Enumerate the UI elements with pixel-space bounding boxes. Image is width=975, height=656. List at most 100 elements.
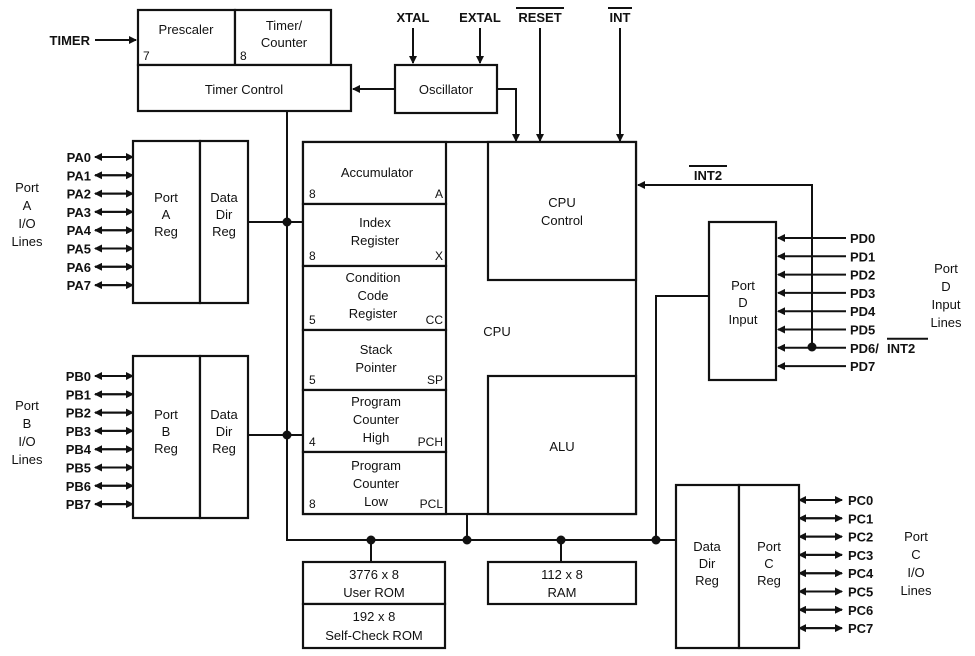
pin-label: PC1 bbox=[848, 511, 873, 526]
port-d-side-label-1: Port bbox=[934, 261, 958, 276]
port-b-section: Port B Reg Data Dir Reg PB0PB1PB2PB3PB4P… bbox=[11, 354, 250, 520]
port-b-ddr-label-2: Dir bbox=[216, 424, 233, 439]
pin-label: PB7 bbox=[66, 497, 91, 512]
pch-label-3: High bbox=[363, 430, 390, 445]
port-c-ddr-label-2: Dir bbox=[699, 556, 716, 571]
bus-junction-rom bbox=[366, 535, 376, 545]
port-a-ddr-label-3: Reg bbox=[212, 224, 236, 239]
pin-c0: PC0 bbox=[798, 493, 873, 508]
pcl-block bbox=[301, 450, 448, 516]
pin-label: PC0 bbox=[848, 493, 873, 508]
port-a-reg-label-3: Reg bbox=[154, 224, 178, 239]
user-rom-label-1: 3776 x 8 bbox=[349, 567, 399, 582]
ccr-label-3: Register bbox=[349, 306, 398, 321]
pcl-label-3: Low bbox=[364, 494, 388, 509]
ccr-tag: CC bbox=[426, 313, 444, 327]
timer-control-block bbox=[136, 63, 353, 113]
port-b-side-label-4: Lines bbox=[11, 452, 43, 467]
timer-counter-block bbox=[233, 8, 333, 67]
pin-label: PA0 bbox=[67, 150, 91, 165]
memory-section: 3776 x 8 User ROM 192 x 8 Self-Check ROM… bbox=[301, 560, 638, 650]
pin-c7: PC7 bbox=[798, 621, 873, 636]
pin-d7: PD7 bbox=[777, 359, 875, 374]
pin-b6: PB6 bbox=[66, 479, 134, 494]
pin-d5: PD5 bbox=[777, 323, 875, 338]
pin-label: PC7 bbox=[848, 621, 873, 636]
port-c-reg-label-2: C bbox=[764, 556, 773, 571]
sp-bits: 5 bbox=[309, 373, 316, 387]
pin-d0: PD0 bbox=[777, 231, 875, 246]
pcl-label-2: Counter bbox=[353, 476, 400, 491]
selfcheck-rom-block bbox=[301, 602, 447, 650]
internal-bus bbox=[248, 111, 724, 562]
pin-c2: PC2 bbox=[798, 530, 873, 545]
accumulator-label: Accumulator bbox=[341, 165, 414, 180]
oscillator-label: Oscillator bbox=[419, 82, 474, 97]
pin-label: PB4 bbox=[66, 442, 92, 457]
pin-label: PD4 bbox=[850, 304, 876, 319]
port-a-side-label-4: Lines bbox=[11, 234, 43, 249]
port-a-side-label-1: Port bbox=[15, 180, 39, 195]
pin-label: PA6 bbox=[67, 260, 91, 275]
port-c-side-label-3: I/O bbox=[907, 565, 924, 580]
timer-signal-label: TIMER bbox=[50, 33, 91, 48]
port-d-input-label-3: Input bbox=[729, 312, 758, 327]
pin-b0: PB0 bbox=[66, 369, 134, 384]
pin-label: PB3 bbox=[66, 424, 91, 439]
pch-label-2: Counter bbox=[353, 412, 400, 427]
timer-section: Prescaler 7 Timer/ Counter 8 Timer Contr… bbox=[50, 8, 520, 142]
pch-label-1: Program bbox=[351, 394, 401, 409]
pin-d1: PD1 bbox=[777, 249, 875, 264]
pin-label: PD3 bbox=[850, 286, 875, 301]
port-d-input-label-2: D bbox=[738, 295, 747, 310]
pin-b7: PB7 bbox=[66, 497, 134, 512]
port-d-side-label-2: D bbox=[941, 279, 950, 294]
ccr-bits: 5 bbox=[309, 313, 316, 327]
timer-counter-bits: 8 bbox=[240, 49, 247, 63]
port-b-side-label-1: Port bbox=[15, 398, 39, 413]
port-b-side-label-3: I/O bbox=[18, 434, 35, 449]
int2-label: INT2 bbox=[694, 168, 722, 183]
pin-label: PD7 bbox=[850, 359, 875, 374]
port-a-reg-label-2: A bbox=[162, 207, 171, 222]
bus-junction-cpu bbox=[462, 535, 472, 545]
port-d-side-label-3: Input bbox=[932, 297, 961, 312]
pin-label: PC2 bbox=[848, 530, 873, 545]
pin-d2: PD2 bbox=[777, 268, 875, 283]
prescaler-bits: 7 bbox=[143, 49, 150, 63]
pcl-tag: PCL bbox=[420, 497, 444, 511]
pin-a4: PA4 bbox=[67, 223, 134, 238]
xtal-label: XTAL bbox=[397, 10, 430, 25]
pin-c3: PC3 bbox=[798, 548, 873, 563]
osc-to-cpu-arrow bbox=[497, 88, 520, 142]
port-c-ddr-label-1: Data bbox=[693, 539, 721, 554]
port-d-section: Port D Input PD0PD1PD2PD3PD4PD5PD6/INT2P… bbox=[637, 165, 962, 382]
pin-label: PD6/ bbox=[850, 341, 879, 356]
port-b-reg-label-3: Reg bbox=[154, 441, 178, 456]
port-c-side-label-1: Port bbox=[904, 529, 928, 544]
port-a-section: Port A Reg Data Dir Reg PA0PA1PA2PA3PA4P… bbox=[11, 139, 250, 305]
pin-c4: PC4 bbox=[798, 566, 874, 581]
port-d-input-label-1: Port bbox=[731, 278, 755, 293]
pin-label: PB0 bbox=[66, 369, 91, 384]
pin-label: PA1 bbox=[67, 168, 91, 183]
reset-label: RESET bbox=[518, 10, 561, 25]
pin-b3: PB3 bbox=[66, 424, 134, 439]
selfcheck-rom-label-2: Self-Check ROM bbox=[325, 628, 423, 643]
pin-c1: PC1 bbox=[798, 511, 873, 526]
pin-label: PD1 bbox=[850, 249, 875, 264]
pin-label: PD0 bbox=[850, 231, 875, 246]
port-a-ddr-label-2: Dir bbox=[216, 207, 233, 222]
port-b-ddr-label-1: Data bbox=[210, 407, 238, 422]
timer-control-label: Timer Control bbox=[205, 82, 283, 97]
stack-pointer-block bbox=[301, 328, 448, 392]
int2-arrow bbox=[637, 181, 813, 347]
cpu-label: CPU bbox=[483, 324, 510, 339]
port-b-ddr-block bbox=[198, 354, 250, 520]
pin-a5: PA5 bbox=[67, 242, 134, 257]
ccr-label-2: Code bbox=[357, 288, 388, 303]
bus-junction-c bbox=[651, 535, 661, 545]
pin-label: PA3 bbox=[67, 205, 91, 220]
